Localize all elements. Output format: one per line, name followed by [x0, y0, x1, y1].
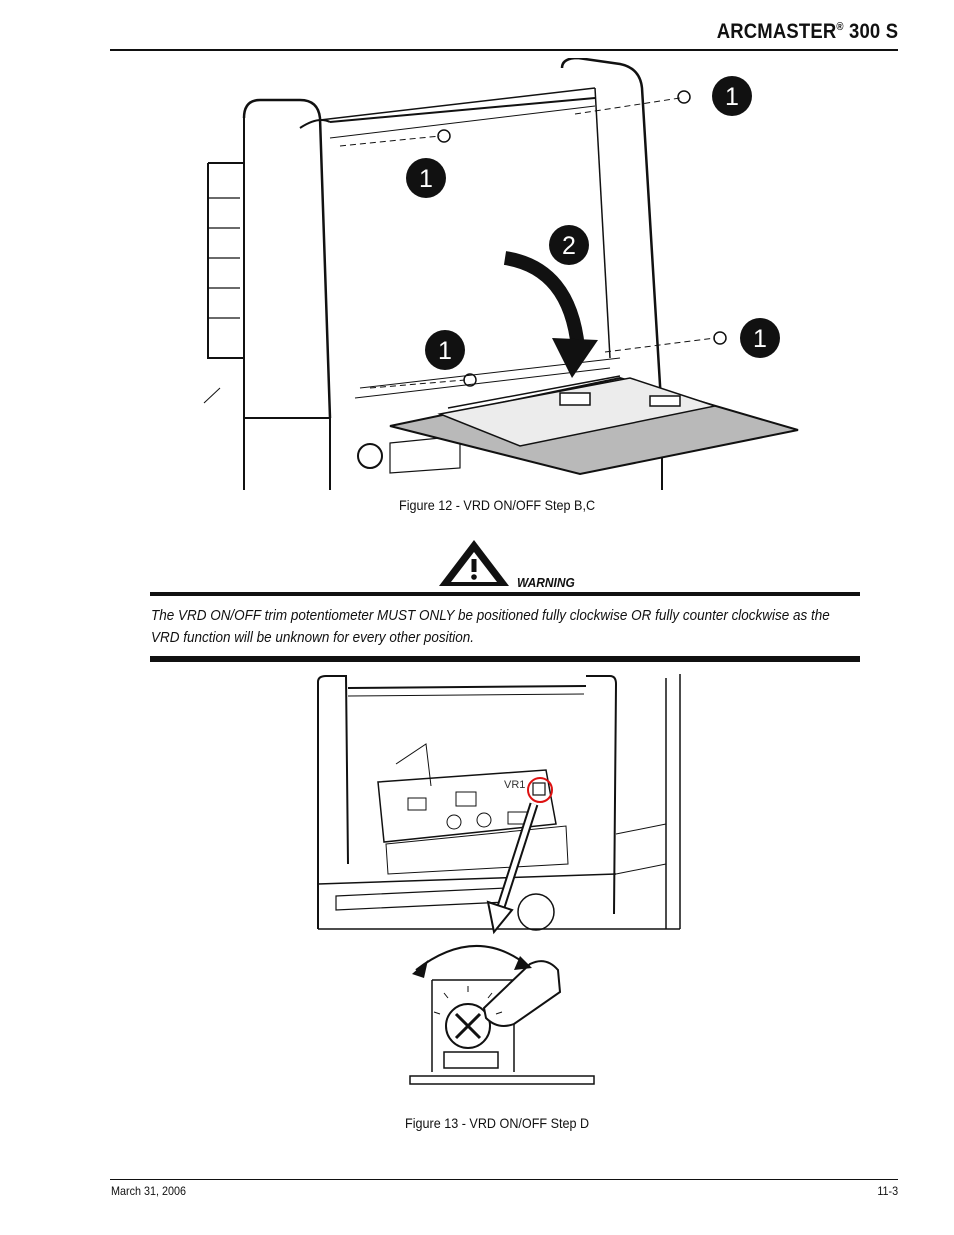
callout-1d: 1 [753, 325, 767, 353]
title-main: ARCMASTER [716, 20, 837, 43]
warning-rule-bottom [150, 656, 860, 662]
title-suffix: 300 S [843, 20, 898, 43]
callout-badges: 1 1 2 1 1 [406, 76, 780, 370]
header-rule [110, 49, 898, 51]
callout-1b: 1 [419, 165, 433, 193]
vr1-label: VR1 [504, 779, 525, 791]
footer-date: March 31, 2006 [111, 1184, 187, 1198]
page-number: 11-3 [877, 1184, 898, 1198]
figure-13-illustration: VR1 [317, 674, 681, 1085]
figure-12-caption: Figure 12 - VRD ON/OFF Step B,C [399, 497, 596, 513]
registered-mark: ® [836, 21, 844, 33]
warning-label: WARNING [517, 575, 575, 590]
callout-2: 2 [562, 232, 576, 260]
figure-12-illustration: 1 1 2 1 1 [203, 58, 799, 490]
callout-1a: 1 [725, 83, 739, 111]
warning-text: The VRD ON/OFF trim potentiometer MUST O… [151, 608, 830, 646]
warning-rule-top [150, 592, 860, 596]
warning-triangle-icon [439, 540, 509, 586]
document-title: ARCMASTER® 300 S [717, 20, 898, 44]
footer-rule [110, 1179, 898, 1180]
callout-1c: 1 [438, 337, 452, 365]
figure-13-caption: Figure 13 - VRD ON/OFF Step D [405, 1115, 590, 1131]
